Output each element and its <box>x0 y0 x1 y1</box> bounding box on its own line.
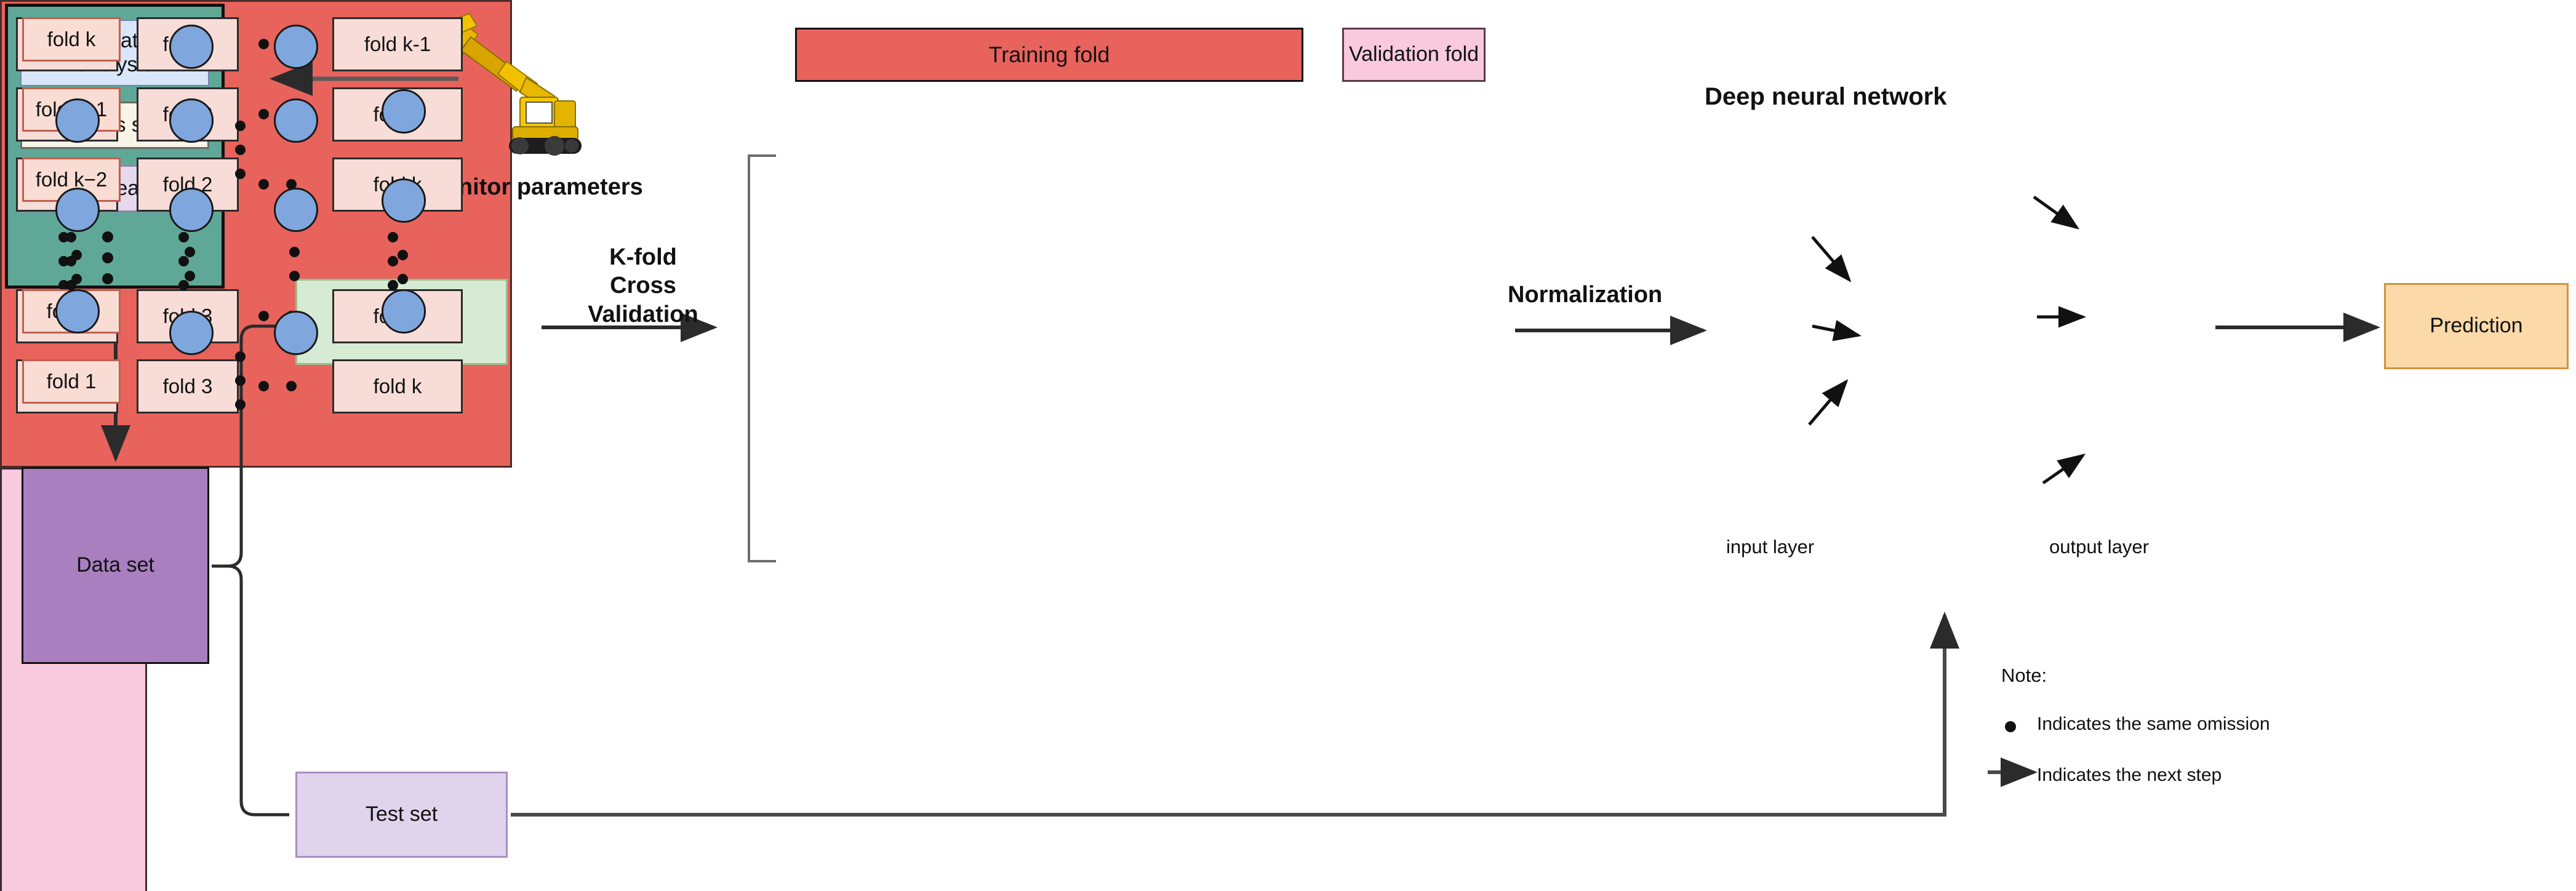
training-fold-cell: fold k <box>332 359 463 414</box>
dnn-node-input <box>55 289 100 334</box>
dnn-omission-dots-input <box>71 243 82 291</box>
training-fold-header: Training fold <box>795 28 1303 82</box>
output-layer-label: output layer <box>2049 536 2149 557</box>
synapse-input1-hidden1b <box>1811 236 1852 282</box>
training-fold-row-omission-dots <box>258 381 297 391</box>
training-fold-column-omission-dots <box>388 225 398 297</box>
normalization-label: Normalization <box>1508 282 1663 308</box>
dnn-omission-dots-hidden-gap-lower <box>235 345 246 417</box>
dnn-omission-dots-hidden-1 <box>185 240 195 288</box>
validation-fold-cell: fold k <box>22 17 121 62</box>
training-fold-row-omission-dots <box>258 179 297 190</box>
synapse-hidden2d-output3 <box>2042 453 2086 485</box>
dnn-node-hidden-1 <box>169 25 214 69</box>
prediction-box[interactable]: Prediction <box>2384 283 2569 369</box>
preprocess-omission-dots <box>102 226 113 289</box>
legend-next-step-text: Indicates the next step <box>2037 765 2222 785</box>
arrow-testset-to-dnn <box>511 612 1959 817</box>
dnn-omission-dots-output <box>398 243 408 291</box>
dnn-node-hidden-2 <box>274 311 318 355</box>
dnn-node-hidden-1 <box>169 311 214 355</box>
training-fold-bracket <box>748 154 776 562</box>
dnn-node-input <box>55 188 100 232</box>
dnn-node-hidden-2 <box>274 98 318 143</box>
deep-neural-network-title: Deep neural network <box>1705 83 1947 110</box>
dataset-box[interactable]: Data set <box>22 467 209 664</box>
legend-dot-icon <box>2005 721 2016 732</box>
dnn-node-hidden-1 <box>169 188 214 232</box>
dnn-node-output <box>382 289 426 334</box>
dnn-omission-dots-hidden-gap-upper <box>235 114 246 186</box>
note-title: Note: <box>2001 665 2047 686</box>
dnn-node-output <box>382 178 426 223</box>
training-fold-cell: fold 3 <box>137 359 239 414</box>
input-layer-label: input layer <box>1726 536 1815 557</box>
dnn-node-hidden-2 <box>274 188 318 232</box>
legend-omission-text: Indicates the same omission <box>2037 714 2270 734</box>
validation-fold-cell: fold 1 <box>22 359 121 404</box>
kfold-cross-validation-label: K-fold Cross Validation <box>588 244 698 327</box>
synapse-input3-hidden1d <box>1808 379 1849 426</box>
brace-dataset-split-lower <box>212 564 289 817</box>
synapse-hidden2a-output1 <box>2033 195 2080 230</box>
dnn-node-input <box>55 98 100 143</box>
test-set-box[interactable]: Test set <box>295 772 508 858</box>
training-fold-column-omission-dots <box>178 225 189 297</box>
dnn-node-output <box>382 89 426 134</box>
synapse-input2-hidden1c <box>1812 319 1862 342</box>
validation-fold-header: Validation fold <box>1342 28 1486 82</box>
dnn-omission-dots-hidden-2 <box>289 240 300 288</box>
dnn-node-hidden-1 <box>169 98 214 143</box>
training-fold-cell: fold k-1 <box>332 17 463 71</box>
dnn-node-hidden-2 <box>274 25 318 69</box>
